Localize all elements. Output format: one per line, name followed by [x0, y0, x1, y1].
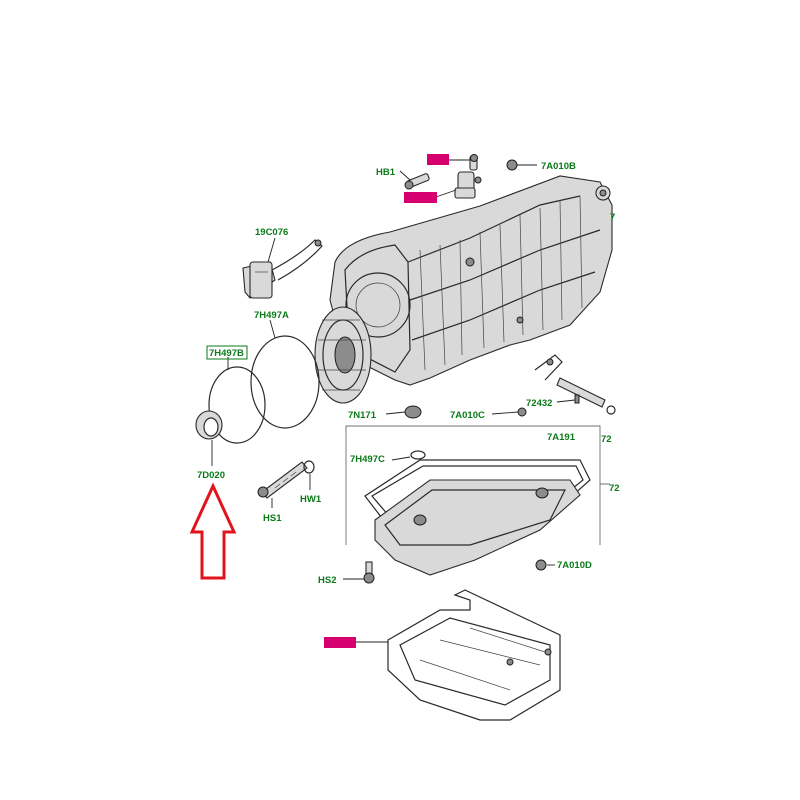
skid-plate-bracket	[387, 589, 561, 721]
highlight-sensor-bolt	[427, 154, 449, 165]
label-7h497c: 7H497C	[350, 454, 385, 465]
oil-pan-callout-box	[345, 425, 610, 545]
label-hs1: HS1	[263, 513, 282, 524]
label-hs2: HS2	[318, 575, 336, 586]
label-7h497b: 7H497B	[209, 348, 244, 359]
label-7d020: 7D020	[197, 470, 225, 481]
seal-7d020	[195, 410, 223, 440]
bolt-hb1	[404, 173, 430, 190]
bolt-hs2	[363, 561, 375, 584]
plug-7a010b	[506, 159, 518, 171]
plug-7n171	[404, 405, 422, 419]
label-hw1: HW1	[300, 494, 322, 505]
oil-pan	[374, 479, 581, 576]
selector-lever-72432	[534, 354, 606, 408]
label-19c076: 19C076	[255, 227, 288, 238]
o-ring-7h497a	[250, 335, 320, 429]
bolt-hs1	[257, 461, 308, 499]
highlight-skid-plate	[324, 637, 356, 648]
label-7a010c: 7A010C	[450, 410, 485, 421]
o-ring-7h497b	[208, 366, 266, 444]
transmission-housing	[329, 175, 613, 386]
highlight-speed-sensor	[404, 192, 437, 203]
washer-hw1	[303, 460, 315, 474]
o-ring-7h497c	[410, 450, 426, 460]
label-7a010b: 7A010B	[541, 161, 576, 172]
up-arrow-outline-icon	[189, 482, 237, 580]
torque-converter	[314, 306, 372, 404]
label-edge-72b: 72	[609, 483, 620, 494]
edge-bolt	[606, 405, 616, 415]
plug-7a010d	[535, 559, 547, 571]
label-72432: 72432	[526, 398, 552, 409]
label-7h497a: 7H497A	[254, 310, 289, 321]
label-7n171: 7N171	[348, 410, 377, 421]
edge-plug	[595, 185, 611, 201]
label-7a191: 7A191	[547, 432, 576, 443]
bracket-19c076	[242, 239, 323, 299]
label-hb1: HB1	[376, 167, 396, 178]
speed-sensor	[454, 171, 482, 199]
label-edge-7: 7	[610, 212, 615, 223]
label-7a010d: 7A010D	[557, 560, 592, 571]
bolt-7a010c	[517, 407, 527, 417]
label-edge-72a: 72	[601, 434, 612, 445]
sensor-bolt	[469, 154, 478, 171]
label-7h497b-box	[206, 345, 248, 360]
